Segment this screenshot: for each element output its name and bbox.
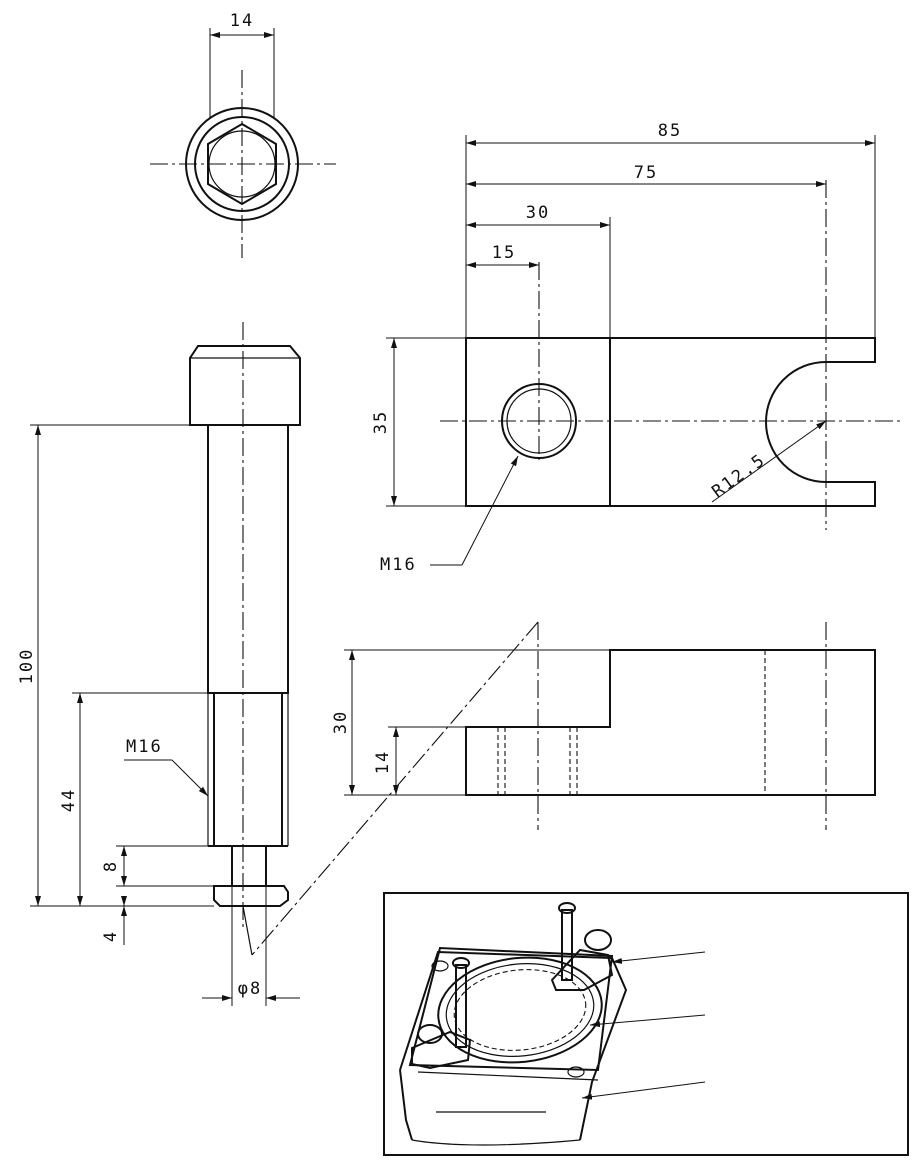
- bolt-side-view: 100 44 M16 8 4 φ8: [17, 322, 539, 1006]
- overall-length-label: 85: [658, 121, 682, 141]
- clamp-step-label: 14: [373, 750, 393, 774]
- step-length-label: 8: [101, 860, 121, 872]
- block-length-label: 30: [526, 203, 550, 223]
- bolt-length-label: 100: [17, 648, 37, 685]
- thread-length-label: 44: [59, 788, 79, 812]
- slot-radius-label: R12.5: [708, 450, 769, 502]
- bolt-top-view: 14: [150, 11, 336, 258]
- clamp-top-view: 85 75 30 15 35 R12.5 M16: [371, 121, 900, 575]
- bolt-width-label: 14: [230, 11, 254, 31]
- slot-center-label: 75: [634, 163, 658, 183]
- hole-center-label: 15: [492, 243, 516, 263]
- tip-length-label: 4: [101, 930, 121, 942]
- bolt-thread-label: M16: [126, 737, 163, 757]
- hole-thread-label: M16: [380, 555, 417, 575]
- tip-diameter-label: φ8: [238, 979, 262, 999]
- clamp-height-label: 30: [331, 710, 351, 734]
- assembly-illustration: [383, 892, 909, 1156]
- clamp-width-label: 35: [371, 410, 391, 434]
- clamp-front-view: 30 14: [331, 622, 876, 830]
